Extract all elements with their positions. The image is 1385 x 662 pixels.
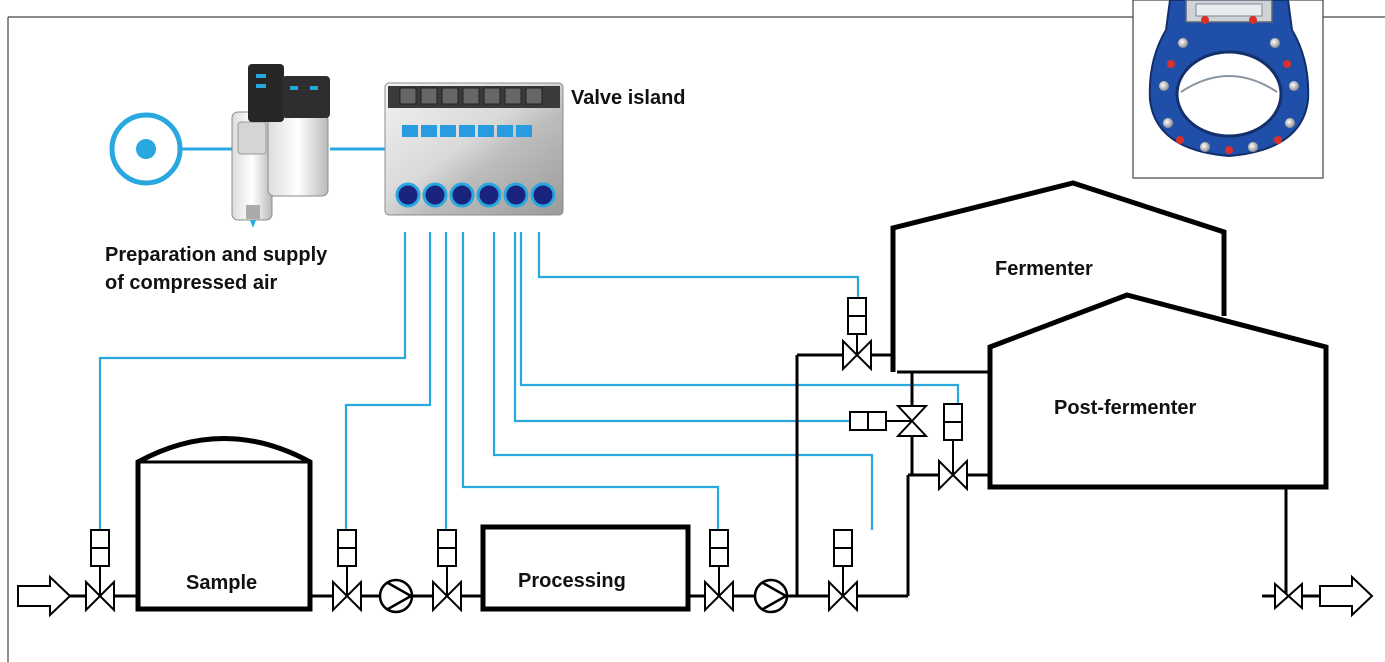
knife-gate-valve-photo xyxy=(1132,0,1324,179)
air-supply-label-line1: Preparation and supply xyxy=(105,244,328,266)
knife-gate-valve-icon xyxy=(1148,0,1310,158)
process-valve-icon xyxy=(1274,581,1303,611)
control-line-inlet-valve xyxy=(98,232,407,530)
process-valve-icon xyxy=(849,405,929,437)
processing-unit xyxy=(480,524,691,612)
control-line-post-fermenter-valve xyxy=(519,232,960,404)
compressor-icon xyxy=(109,112,183,186)
control-line-pump2-valve xyxy=(492,232,874,530)
valve-island-label: Valve island xyxy=(571,87,686,109)
valve-island-icon xyxy=(384,82,564,216)
process-valve-icon xyxy=(432,529,462,613)
air-service-unit-icon xyxy=(231,64,330,228)
process-valve-icon xyxy=(842,297,872,372)
process-valve-icon xyxy=(938,403,968,492)
process-valve-icon xyxy=(704,529,734,613)
outlet-arrow-icon xyxy=(1319,574,1374,618)
pneumatic-control-lines xyxy=(98,232,960,530)
air-supply-label-line2: of compressed air xyxy=(105,272,278,294)
inlet-arrow-icon xyxy=(17,574,72,618)
diagram-frame xyxy=(7,16,1385,662)
sample-label: Sample xyxy=(186,572,257,594)
control-line-fermenter-valve xyxy=(537,232,860,298)
processing-label: Processing xyxy=(518,570,626,592)
control-line-processing-outlet-valve xyxy=(461,232,720,530)
control-line-sample-outlet-valve xyxy=(344,232,432,530)
control-line-horizontal-valve xyxy=(513,232,850,423)
process-piping xyxy=(70,353,1320,598)
post-fermenter-tank xyxy=(987,292,1329,490)
pump-icon xyxy=(378,578,414,614)
process-valve-icon xyxy=(85,529,115,613)
pump-icon xyxy=(753,578,789,614)
post-fermenter-label: Post-fermenter xyxy=(1054,397,1196,419)
sample-tank xyxy=(135,436,313,612)
fermenter-label: Fermenter xyxy=(995,258,1093,280)
process-valve-icon xyxy=(332,529,362,613)
process-valve-icon xyxy=(828,529,858,613)
